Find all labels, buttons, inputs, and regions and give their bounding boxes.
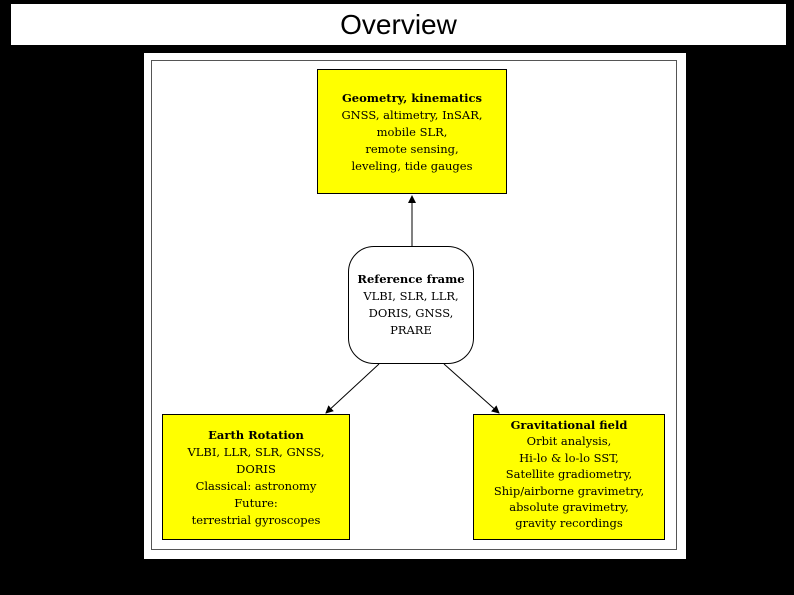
gravity-line: Ship/airborne gravimetry, xyxy=(493,483,645,498)
earth-rotation-heading: Earth Rotation xyxy=(208,428,304,442)
earth-rotation-line: VLBI, LLR, SLR, GNSS, xyxy=(187,445,325,459)
earth-rotation-line: Classical: astronomy xyxy=(195,479,317,493)
reference-line: VLBI, SLR, LLR, xyxy=(363,289,459,303)
connector-arrows xyxy=(325,195,500,414)
gravity-line: Orbit analysis, xyxy=(526,434,612,449)
reference-frame-box: Reference frame VLBI, SLR, LLR, DORIS, G… xyxy=(348,246,474,364)
title-bar: Overview xyxy=(11,4,786,45)
arrow-to-gravity xyxy=(443,363,500,414)
reference-line: PRARE xyxy=(390,323,432,337)
earth-rotation-line: DORIS xyxy=(236,462,276,476)
geometry-line: GNSS, altimetry, InSAR, xyxy=(341,108,483,122)
diagram-frame xyxy=(151,60,677,550)
geometry-heading: Geometry, kinematics xyxy=(341,91,483,105)
gravity-line: absolute gravimetry, xyxy=(509,500,629,515)
reference-heading: Reference frame xyxy=(357,272,465,286)
arrow-to-earth-rotation xyxy=(325,363,380,414)
gravity-line: gravity recordings xyxy=(515,516,623,531)
earth-rotation-line: terrestrial gyroscopes xyxy=(191,513,321,527)
geometry-line: leveling, tide gauges xyxy=(351,159,473,173)
gravity-heading: Gravitational field xyxy=(510,418,628,432)
page-title: Overview xyxy=(340,8,457,40)
diagram-figure: Geometry, kinematics GNSS, altimetry, In… xyxy=(144,53,686,559)
gravitational-field-box: Gravitational field Orbit analysis, Hi-l… xyxy=(473,414,665,540)
gravity-line: Hi-lo & lo-lo SST, xyxy=(519,450,619,465)
earth-rotation-box: Earth Rotation VLBI, LLR, SLR, GNSS, DOR… xyxy=(162,414,350,540)
gravity-line: Satellite gradiometry, xyxy=(505,467,633,482)
reference-line: DORIS, GNSS, xyxy=(368,306,454,320)
geometry-kinematics-box: Geometry, kinematics GNSS, altimetry, In… xyxy=(317,69,507,194)
earth-rotation-line: Future: xyxy=(234,496,278,510)
geometry-line: mobile SLR, xyxy=(376,125,448,139)
geometry-line: remote sensing, xyxy=(365,142,459,156)
